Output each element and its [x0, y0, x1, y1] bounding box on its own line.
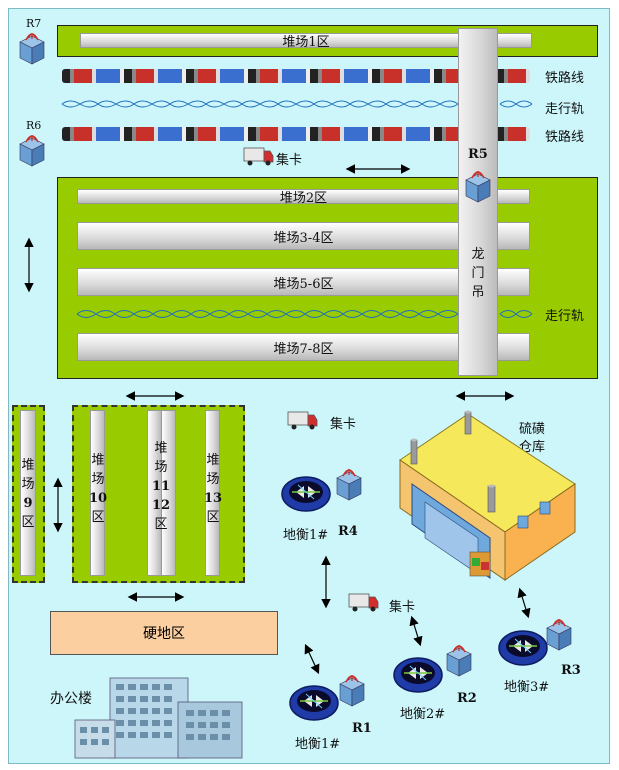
office-label: 办公楼: [50, 691, 92, 707]
zone10-char-3: 10: [88, 491, 108, 506]
truck-icon-2: [287, 411, 318, 430]
railway-label-2: 铁路线: [545, 130, 585, 145]
reader-r7-icon: [19, 32, 45, 65]
zone13-char-4: 区: [206, 510, 220, 525]
truck-label-2: 集卡: [330, 417, 357, 432]
scale-label-2: 地衡2#: [400, 707, 446, 722]
gantry-name-2: 门: [471, 266, 485, 281]
yard-zone-5-6: 堆场5-6区: [77, 268, 530, 296]
track-label-2: 走行轨: [545, 309, 585, 324]
truck-label-1: 集卡: [276, 153, 303, 168]
gantry-code: R5: [468, 147, 488, 162]
yard-zone-3-4: 堆场3-4区: [77, 222, 530, 250]
zone10-char-2: 场: [91, 472, 105, 487]
reader-label-r2: R2: [457, 691, 477, 706]
zone1112-char-2: 场: [154, 460, 168, 475]
railway-label-1: 铁路线: [545, 71, 585, 86]
zone10-char-1: 堆: [91, 453, 105, 468]
office-building-icon: [74, 677, 243, 759]
zone13-char-1: 堆: [206, 453, 220, 468]
track-label-1: 走行轨: [545, 102, 585, 117]
yard-zone-12: [161, 410, 176, 576]
arrow-scale-2: [409, 615, 423, 647]
reader-r4-icon: [336, 468, 362, 501]
zone9-char-2: 场: [21, 477, 35, 492]
gantry-name-1: 龙: [471, 247, 485, 262]
zone9-char-4: 区: [21, 515, 35, 530]
reader-label-r3: R3: [561, 663, 581, 678]
track-wave-1: [61, 100, 533, 108]
truck-icon-1: [243, 147, 274, 166]
reader-label-r1: R1: [352, 721, 372, 736]
yard-zone-1: 堆场1区: [80, 33, 532, 50]
scale-icon-3: [498, 630, 548, 666]
yard-zone-2: 堆场2区: [77, 189, 530, 206]
track-wave-2: [76, 310, 533, 318]
truck-icon-3: [348, 593, 379, 612]
zone1112-char-1: 堆: [154, 441, 168, 456]
reader-r5-icon: [465, 170, 491, 203]
zone9-char-3: 9: [23, 496, 33, 511]
yard-zone-9: [20, 410, 36, 576]
hard-ground-area: 硬地区: [50, 611, 278, 655]
zone13-char-3: 13: [203, 491, 223, 506]
zone1112-char-3: 11: [151, 479, 171, 494]
reader-r6-icon: [19, 134, 45, 167]
scale-label-1-top: 地衡1#: [283, 528, 329, 543]
yard-zone-10: [90, 410, 105, 576]
zone9-char-1: 堆: [21, 458, 35, 473]
zone10-char-4: 区: [91, 510, 105, 525]
railway-line-1: [62, 69, 530, 83]
reader-label-r6: R6: [26, 119, 42, 132]
truck-label-3: 集卡: [389, 600, 416, 615]
arrow-scale-1: [304, 643, 320, 675]
reader-r3-icon: [546, 618, 572, 651]
scale-icon-1-top: [281, 476, 331, 512]
zone1112-char-5: 区: [154, 517, 168, 532]
scale-icon-2: [393, 657, 443, 693]
zone1112-char-4: 12: [151, 498, 171, 513]
railway-line-2: [62, 127, 530, 141]
reader-label-r4: R4: [338, 524, 358, 539]
arrow-scale-3: [517, 587, 531, 619]
scale-label-3: 地衡3#: [504, 680, 550, 695]
reader-r2-icon: [446, 644, 472, 677]
warehouse-icon: [399, 410, 576, 581]
warehouse-label-1: 硫磺: [519, 422, 546, 437]
yard-zone-7-8: 堆场7-8区: [77, 333, 530, 361]
zone13-char-2: 场: [206, 472, 220, 487]
gantry-name-3: 吊: [471, 285, 485, 300]
scale-label-1: 地衡1#: [295, 737, 341, 752]
reader-label-r7: R7: [26, 17, 42, 30]
reader-r1-icon: [339, 674, 365, 707]
scale-icon-1: [289, 685, 339, 721]
yard-zone-13: [205, 410, 220, 576]
